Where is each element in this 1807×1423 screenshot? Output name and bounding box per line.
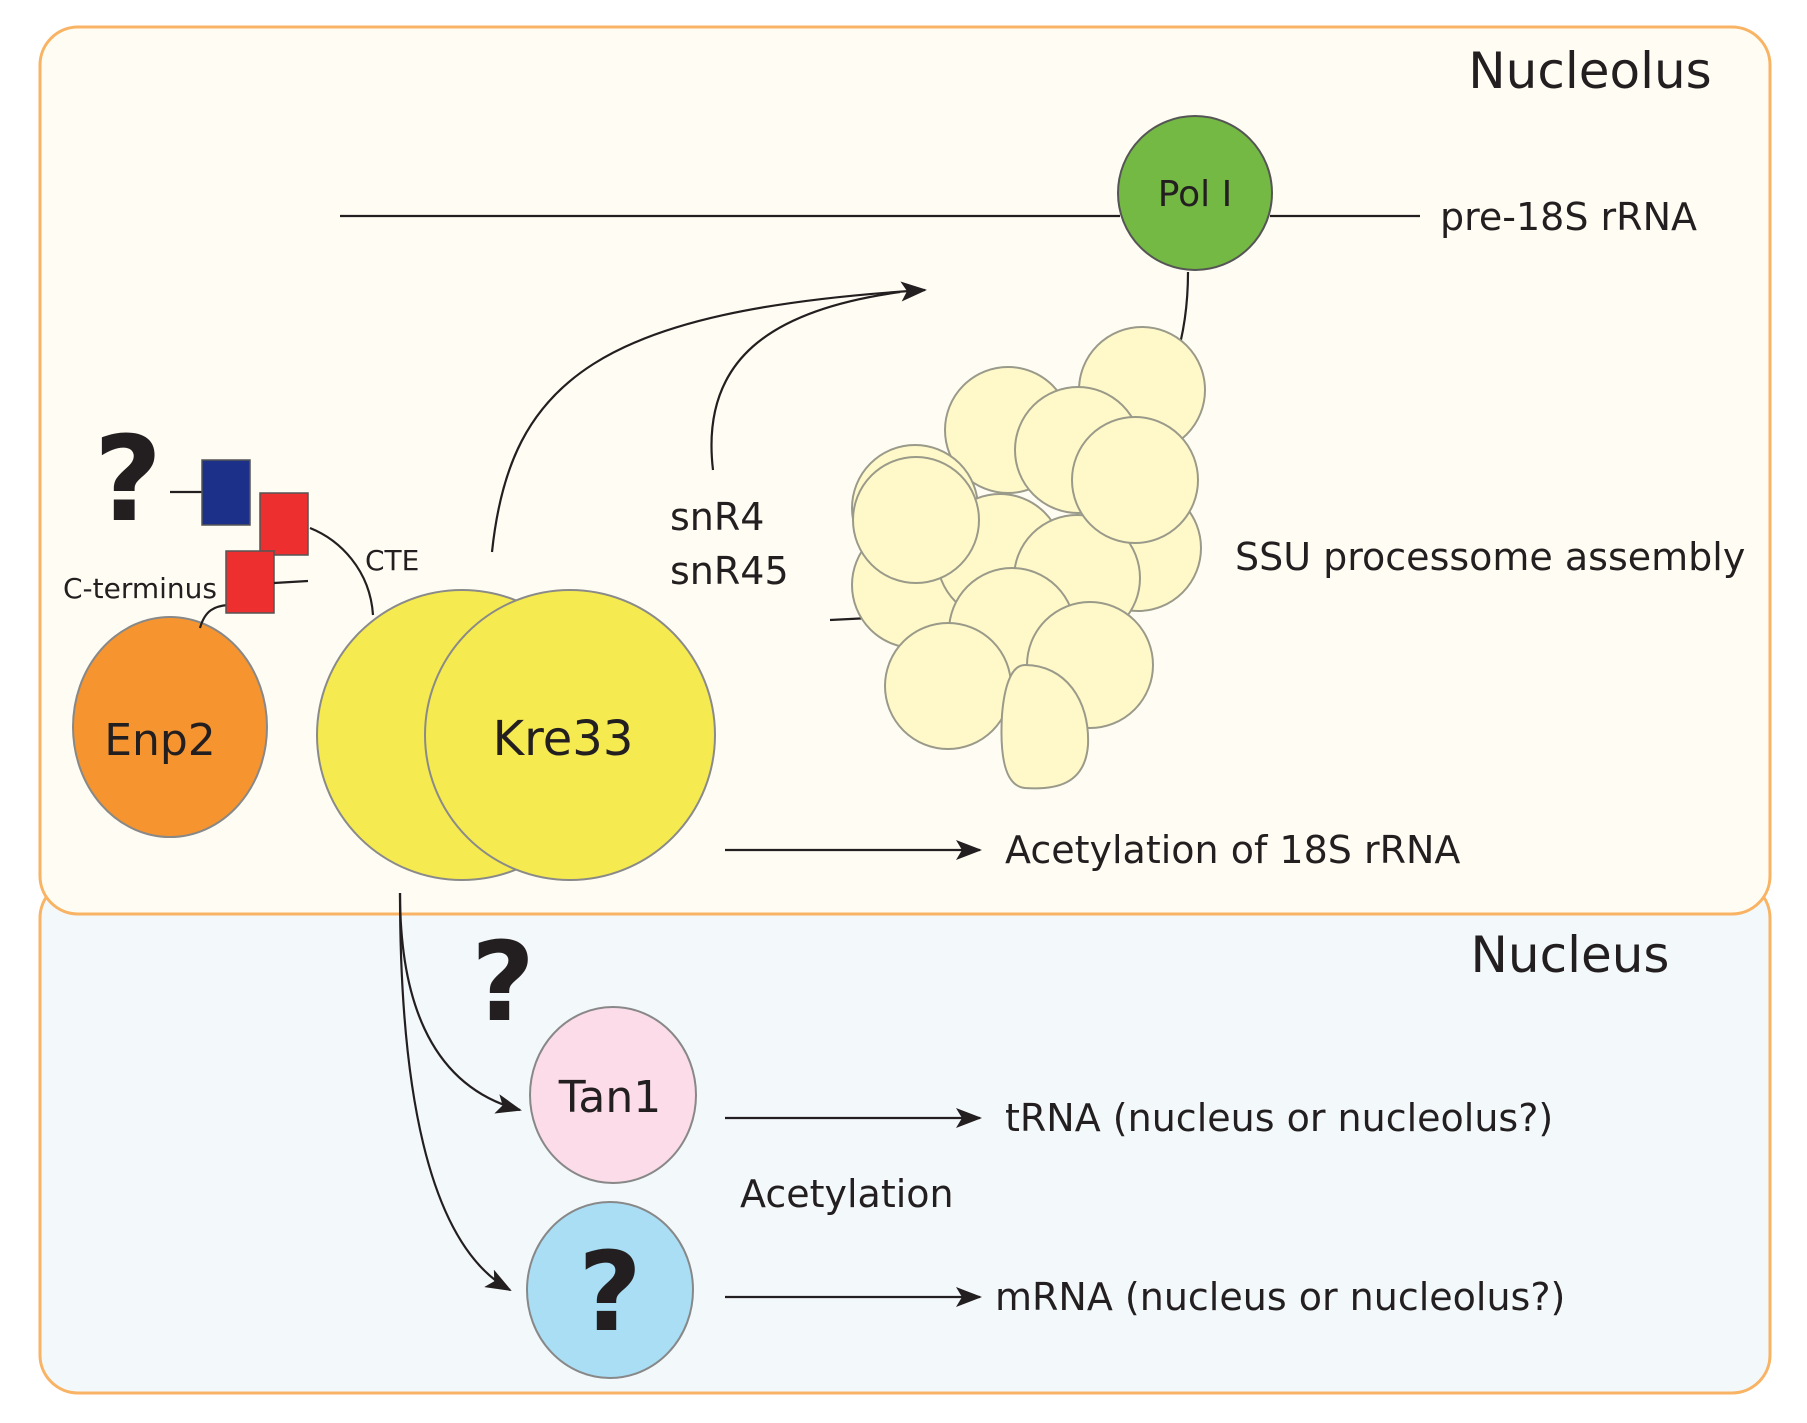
kre33-to-pol1-arrow [490, 281, 927, 553]
tan1-node [529, 1006, 697, 1184]
cte-label: CTE [365, 544, 419, 577]
unknown-protein-node [526, 1201, 694, 1379]
c-terminus-label: C-terminus [63, 572, 217, 605]
pol1-node [1117, 115, 1273, 271]
mrna-label: mRNA (nucleus or nucleolus?) [995, 1275, 1565, 1319]
kre33-subunit-front [424, 589, 716, 881]
pol1-label: Pol I [1158, 174, 1233, 215]
ssu-label: SSU processome assembly [1235, 535, 1745, 579]
unknown-protein-label: ? [578, 1228, 642, 1356]
question-mark-nucleus: ? [471, 918, 535, 1046]
domain-red-box-upper [259, 492, 309, 556]
tan1-label: Tan1 [558, 1072, 661, 1123]
enp2-cterm-tether [198, 603, 229, 629]
nucleus-title: Nucleus [1471, 926, 1670, 984]
acetylation-label: Acetylation [740, 1172, 954, 1216]
question-mark-top: ? [94, 410, 162, 548]
snr4-label: snR4 [670, 495, 764, 539]
domain-red-box-lower [225, 550, 275, 614]
ssu-subunit [852, 456, 980, 584]
nucleolus-title: Nucleolus [1468, 42, 1711, 100]
domain-blue-box [201, 459, 251, 526]
kre33-to-unknown-arrow [398, 892, 512, 1291]
ssu-subunit [1071, 416, 1199, 544]
snr45-label: snR45 [670, 549, 789, 593]
cte-tether [309, 526, 375, 616]
acetylation-18s-label: Acetylation of 18S rRNA [1005, 828, 1460, 872]
snr-to-pol1-curve [710, 290, 901, 471]
enp2-label: Enp2 [104, 715, 216, 766]
ssu-subunit [1000, 663, 1090, 790]
trna-label: tRNA (nucleus or nucleolus?) [1005, 1096, 1553, 1140]
domain-tether [273, 579, 309, 585]
ssu-processome-cluster [829, 326, 1206, 790]
enp2-node [72, 616, 268, 838]
pre18s-label: pre-18S rRNA [1440, 195, 1697, 239]
kre33-label: Kre33 [493, 711, 634, 767]
ssu-subunit [884, 622, 1012, 750]
